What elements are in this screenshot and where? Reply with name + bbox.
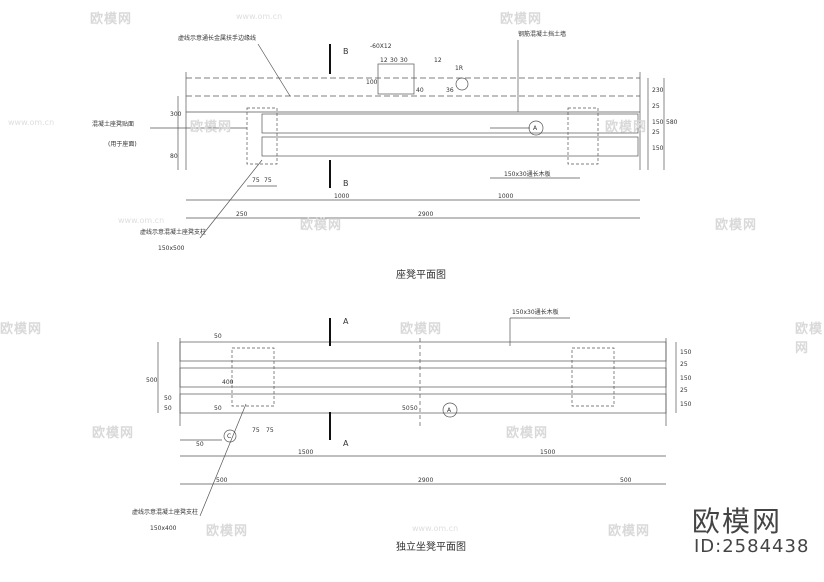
dim-right-25b: 25 xyxy=(680,387,688,394)
dim-30-a: 30 xyxy=(390,57,398,64)
dim-500-b: 500 xyxy=(620,477,632,484)
callout-handrail: 虚线示意通长金属扶手边缘线 xyxy=(178,34,256,42)
dim-left-80: 80 xyxy=(170,153,178,160)
dim-75-bottom-a: 75 xyxy=(252,427,260,434)
dim-75-b: 75 xyxy=(264,177,272,184)
dim-right-150a: 150 xyxy=(652,119,664,126)
wood-board-2 xyxy=(261,136,639,157)
callout-support: 虚线示意混凝土座凳支柱 xyxy=(140,228,206,236)
bench-plan-top-text: B B 虚线示意通长金属扶手边缘线 -60X12 钢筋混凝土挡土墙 混凝土座凳贴… xyxy=(92,30,678,281)
dim-small-50-a: 50 xyxy=(214,333,222,340)
steel-plate xyxy=(377,63,415,95)
corner-id-label: ID:2584438 xyxy=(694,536,810,557)
section-label-B-bottom: B xyxy=(343,179,349,188)
dim-100: 100 xyxy=(366,79,378,86)
detail-label-A: A xyxy=(533,125,538,132)
support-size-bottom: 150x400 xyxy=(150,525,177,532)
dim-right-230: 230 xyxy=(652,87,664,94)
dim-50: 50 xyxy=(196,441,204,448)
support-right xyxy=(571,347,615,407)
support-size: 150x500 xyxy=(158,245,185,252)
leader-support xyxy=(199,159,263,239)
detail-C: C xyxy=(227,433,231,440)
dim-75-a: 75 xyxy=(252,177,260,184)
dim-1000-b: 1000 xyxy=(498,193,513,200)
board-2 xyxy=(179,367,667,388)
dim-right-150a: 150 xyxy=(680,349,692,356)
bench-plan-bottom-text: A A 150x30通长木板 虚线示意混凝土座凳支柱 150x400 A C 5… xyxy=(132,308,692,553)
dim-36: 36 xyxy=(446,87,454,94)
dim-500: 500 xyxy=(146,377,158,384)
dim-75-bottom-b: 75 xyxy=(266,427,274,434)
dim-right-150c: 150 xyxy=(680,401,692,408)
leader-support-bottom xyxy=(199,403,247,517)
dim-mid-50b: 50 xyxy=(410,405,418,412)
board-1 xyxy=(179,341,667,362)
dim-small-50-d: 50 xyxy=(214,405,222,412)
dim-2900: 2900 xyxy=(418,211,433,218)
dim-30-b: 30 xyxy=(400,57,408,64)
dim-12-a: 12 xyxy=(380,57,388,64)
detail-circle-C xyxy=(223,429,237,443)
dim-400: 400 xyxy=(222,379,234,386)
dim-40: 40 xyxy=(416,87,424,94)
board-3 xyxy=(179,393,667,414)
dim-right-25a: 25 xyxy=(680,361,688,368)
callout-wall: 钢筋混凝土挡土墙 xyxy=(518,30,566,38)
section-label-B-top: B xyxy=(343,47,349,56)
callout-support-bottom: 虚线示意混凝土座凳支柱 xyxy=(132,508,198,516)
support-post-right xyxy=(567,107,599,165)
dim-right-580: 580 xyxy=(666,119,678,126)
dim-left-300: 300 xyxy=(170,111,182,118)
detail-circle-A-bottom xyxy=(442,402,458,418)
dim-right-25a: 25 xyxy=(652,103,660,110)
wood-board-label: 150x30通长木板 xyxy=(504,170,551,178)
bottom-plan-title: 独立坐凳平面图 xyxy=(396,540,466,553)
callout-surface-note: (用于座面) xyxy=(108,140,137,148)
bench-plan-top xyxy=(150,40,665,239)
detail-circle-1R xyxy=(455,77,469,91)
dim-250: 250 xyxy=(236,211,248,218)
dim-small-50-b: 50 xyxy=(164,395,172,402)
callout-surface: 混凝土座凳贴面 xyxy=(92,120,134,128)
support-post-left xyxy=(246,107,278,165)
dim-right-25b: 25 xyxy=(652,129,660,136)
bench-plan-bottom xyxy=(157,317,677,517)
dim-right-150b: 150 xyxy=(680,375,692,382)
dim-1500-a: 1500 xyxy=(298,449,313,456)
corner-brand-logo: 欧模网 xyxy=(692,505,783,538)
board-label-bottom: 150x30通长木板 xyxy=(512,308,559,316)
dim-mid-50a: 50 xyxy=(402,405,410,412)
dim-small-50-c: 50 xyxy=(164,405,172,412)
dim-12-b: 12 xyxy=(434,57,442,64)
dim-1000-a: 1000 xyxy=(334,193,349,200)
callout-plate: -60X12 xyxy=(370,43,392,50)
support-left xyxy=(231,347,275,407)
dim-right-150b: 150 xyxy=(652,145,664,152)
dim-1500-b: 1500 xyxy=(540,449,555,456)
section-label-A-top: A xyxy=(343,317,349,326)
section-label-A-bottom: A xyxy=(343,439,349,448)
leader-handrail xyxy=(257,43,291,97)
wood-board-1 xyxy=(261,113,639,134)
dim-2900-bottom: 2900 xyxy=(418,477,433,484)
detail-A-bottom: A xyxy=(447,407,452,414)
detail-label-1R: 1R xyxy=(455,65,463,72)
top-plan-title: 座凳平面图 xyxy=(396,268,446,281)
dim-500-a: 500 xyxy=(216,477,228,484)
